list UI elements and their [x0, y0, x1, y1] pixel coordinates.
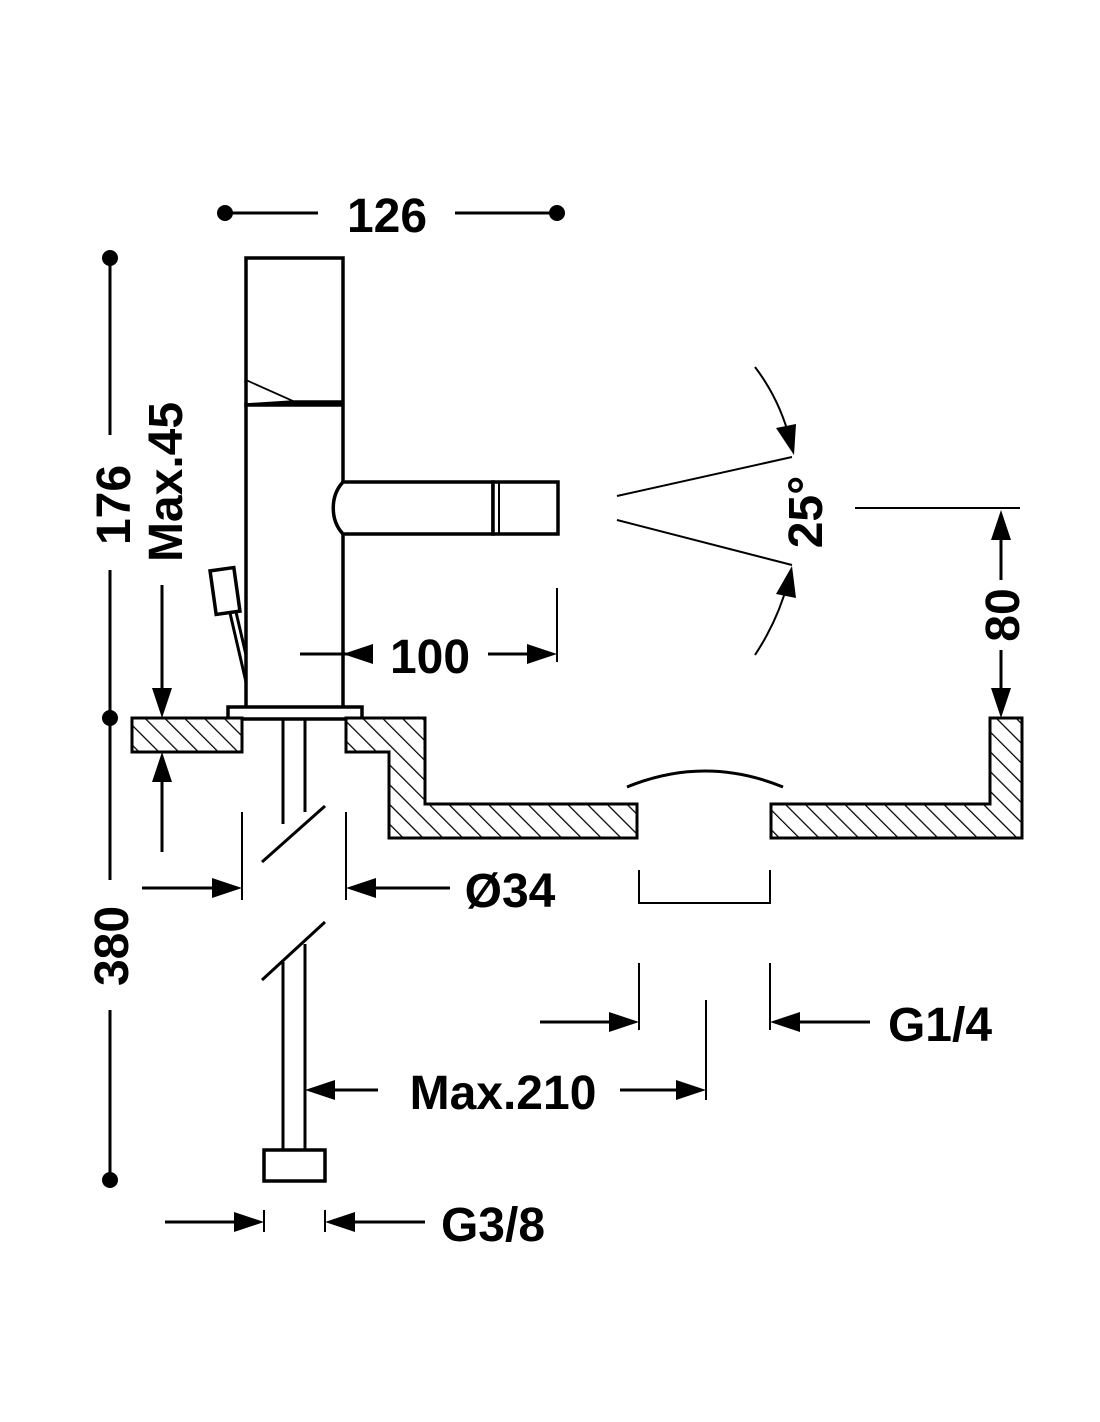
dimension-hole-diameter: Ø34 — [142, 812, 556, 918]
label-max-45: Max.45 — [140, 402, 193, 562]
label-diameter-34: Ø34 — [465, 865, 556, 918]
dimension-max-deck: Max.45 — [140, 402, 193, 852]
dimension-width-126: 126 — [217, 190, 565, 243]
inlet-fitting — [262, 1148, 327, 1183]
popup-rod — [208, 565, 248, 683]
dimension-inlet-thread: G3/8 — [165, 1199, 545, 1252]
deck-right — [344, 716, 639, 840]
label-max-210: Max.210 — [410, 1067, 597, 1120]
faucet-body — [208, 256, 560, 721]
dimension-length-380: 380 — [86, 718, 139, 1188]
label-height-176: 176 — [88, 465, 141, 545]
dimension-spout-reach: 100 — [300, 588, 558, 684]
faucet-base — [226, 705, 364, 721]
label-width-126: 126 — [347, 190, 427, 243]
label-angle-25: 25° — [780, 476, 833, 549]
dimension-height-176: 176 — [88, 250, 141, 726]
label-thread-g38: G3/8 — [441, 1199, 545, 1252]
label-thread-g14: G1/4 — [888, 999, 992, 1052]
dimension-spray-angle: 25° — [616, 366, 833, 656]
dimension-outlet-thread: G1/4 — [540, 963, 992, 1052]
faucet-column — [244, 403, 345, 710]
dimension-flex-max: Max.210 — [305, 1000, 707, 1120]
faucet-nozzle — [491, 480, 560, 536]
label-reach-100: 100 — [390, 631, 470, 684]
label-height-80: 80 — [977, 588, 1030, 641]
faucet-spout — [331, 480, 495, 536]
dimension-spout-height: 80 — [855, 507, 1030, 718]
label-length-380: 380 — [86, 906, 139, 986]
basin-right — [769, 716, 1024, 840]
deck-left — [130, 716, 244, 754]
inlet-pipe — [260, 720, 327, 1183]
basin-section — [130, 716, 1024, 904]
faucet-handle — [244, 256, 345, 404]
